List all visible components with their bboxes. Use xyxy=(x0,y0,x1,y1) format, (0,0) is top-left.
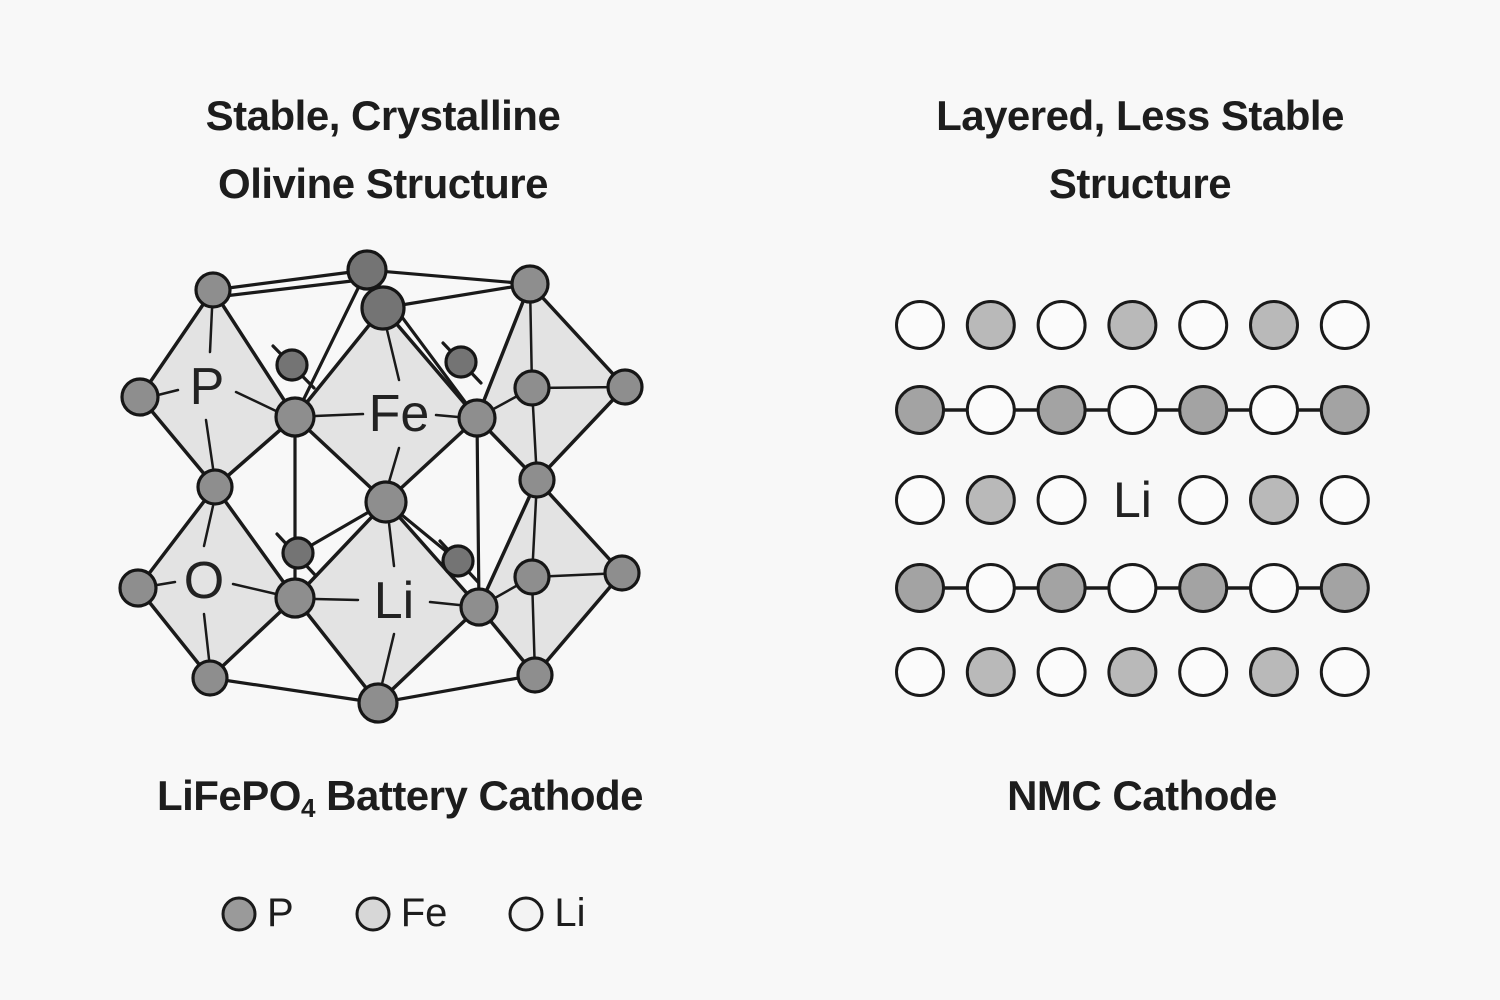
nmc-atom-circle xyxy=(895,563,945,613)
nmc-atom-circle xyxy=(895,300,945,350)
nmc-atom-circle xyxy=(1249,563,1299,613)
nmc-atom-circle xyxy=(1319,300,1370,350)
atom-node xyxy=(196,468,234,506)
right-title-line2: Structure xyxy=(1048,160,1232,207)
nmc-atom-circle xyxy=(1319,647,1370,697)
nmc-layered-diagram: Li xyxy=(895,300,1370,697)
site-labels: P Fe O Li xyxy=(184,358,430,630)
nmc-atom-circle xyxy=(965,563,1016,613)
atom-node xyxy=(360,285,406,331)
atom-node xyxy=(444,345,478,379)
legend-label-p: P xyxy=(267,891,294,935)
nmc-atom-circle xyxy=(1178,385,1229,435)
atom-node xyxy=(513,369,551,407)
atom-node xyxy=(346,249,388,291)
right-caption: NMC Cathode xyxy=(1007,772,1277,819)
nmc-atom-circle xyxy=(1249,475,1299,525)
left-title-line2: Olivine Structure xyxy=(218,160,548,207)
nmc-atom-circle xyxy=(895,475,945,525)
legend-item-p: P xyxy=(220,891,294,936)
olivine-structure-diagram: P Fe O Li xyxy=(118,249,644,724)
atom-node xyxy=(441,544,475,578)
atom-node xyxy=(513,558,551,596)
left-panel-title: Stable, Crystalline Olivine Structure xyxy=(0,82,766,218)
atom-node xyxy=(194,271,232,309)
atom-nodes xyxy=(118,249,644,724)
nmc-atom-circle xyxy=(965,647,1016,697)
legend-item-li: Li xyxy=(507,891,586,936)
crystal-label-li: Li xyxy=(374,572,414,630)
crystal-label-p: P xyxy=(190,358,225,416)
atom-node xyxy=(274,396,316,438)
right-title-line1: Layered, Less Stable xyxy=(936,92,1344,139)
nmc-atom-circle xyxy=(1036,385,1087,435)
nmc-atom-circle xyxy=(1178,563,1229,613)
legend-swatch-p-icon xyxy=(221,896,257,931)
left-caption-prefix: LiFePO xyxy=(156,772,302,819)
nmc-atom-circle xyxy=(1319,475,1370,525)
atom-node xyxy=(120,377,160,417)
right-panel-title: Layered, Less Stable Structure xyxy=(780,82,1500,218)
nmc-atom-circle xyxy=(1178,300,1229,350)
left-title-line1: Stable, Crystalline xyxy=(205,92,561,139)
nmc-atom-circle xyxy=(965,475,1016,525)
atom-node xyxy=(606,368,644,406)
atom-node xyxy=(516,656,554,694)
nmc-atom-circle xyxy=(895,385,945,435)
atom-node xyxy=(518,461,556,499)
nmc-li-label: Li xyxy=(1113,472,1152,528)
nmc-atom-circle xyxy=(965,385,1016,435)
nmc-atom-circle xyxy=(895,647,945,697)
nmc-atom-circle xyxy=(1107,385,1158,435)
atom-node xyxy=(459,587,499,627)
legend-swatch-li-icon xyxy=(508,896,544,931)
nmc-atom-circle xyxy=(1249,647,1299,697)
crystal-label-o: O xyxy=(184,552,224,610)
nmc-atom-circle xyxy=(1036,563,1087,613)
atom-node xyxy=(510,264,550,304)
nmc-atom-circle xyxy=(1036,300,1087,350)
nmc-atom-circle xyxy=(1319,385,1370,435)
nmc-atom-circle xyxy=(1178,475,1229,525)
atom-node xyxy=(191,659,229,697)
octahedron-right-top xyxy=(475,282,627,482)
nmc-atom-circle xyxy=(1107,300,1158,350)
nmc-atom-circle xyxy=(1178,647,1229,697)
atom-node xyxy=(603,554,641,592)
legend-label-fe: Fe xyxy=(400,891,448,935)
nmc-atom-circle xyxy=(1319,563,1370,613)
atom-node xyxy=(457,398,497,438)
atom-node xyxy=(281,536,315,570)
nmc-atom-circle xyxy=(1107,647,1158,697)
nmc-atom-circle xyxy=(1249,385,1299,435)
left-caption-subscript: 4 xyxy=(300,793,315,824)
legend: P Fe Li xyxy=(220,891,586,936)
atom-node xyxy=(118,568,158,608)
nmc-atom-circle xyxy=(1036,475,1087,525)
atom-node xyxy=(364,480,408,524)
left-caption-suffix: Battery Cathode xyxy=(314,772,644,819)
legend-label-li: Li xyxy=(554,891,586,935)
nmc-atom-circle xyxy=(1107,563,1158,613)
atom-node xyxy=(357,682,399,724)
nmc-atom-circle xyxy=(1036,647,1087,697)
legend-item-fe: Fe xyxy=(354,891,448,936)
legend-swatch-fe-icon xyxy=(355,896,391,931)
atom-node xyxy=(274,577,316,619)
crystal-label-fe: Fe xyxy=(369,385,430,443)
atom-node xyxy=(275,348,309,382)
nmc-atom-circle xyxy=(965,300,1016,350)
left-caption: LiFePO4 Battery Cathode xyxy=(0,772,800,824)
nmc-atom-circle xyxy=(1249,300,1299,350)
